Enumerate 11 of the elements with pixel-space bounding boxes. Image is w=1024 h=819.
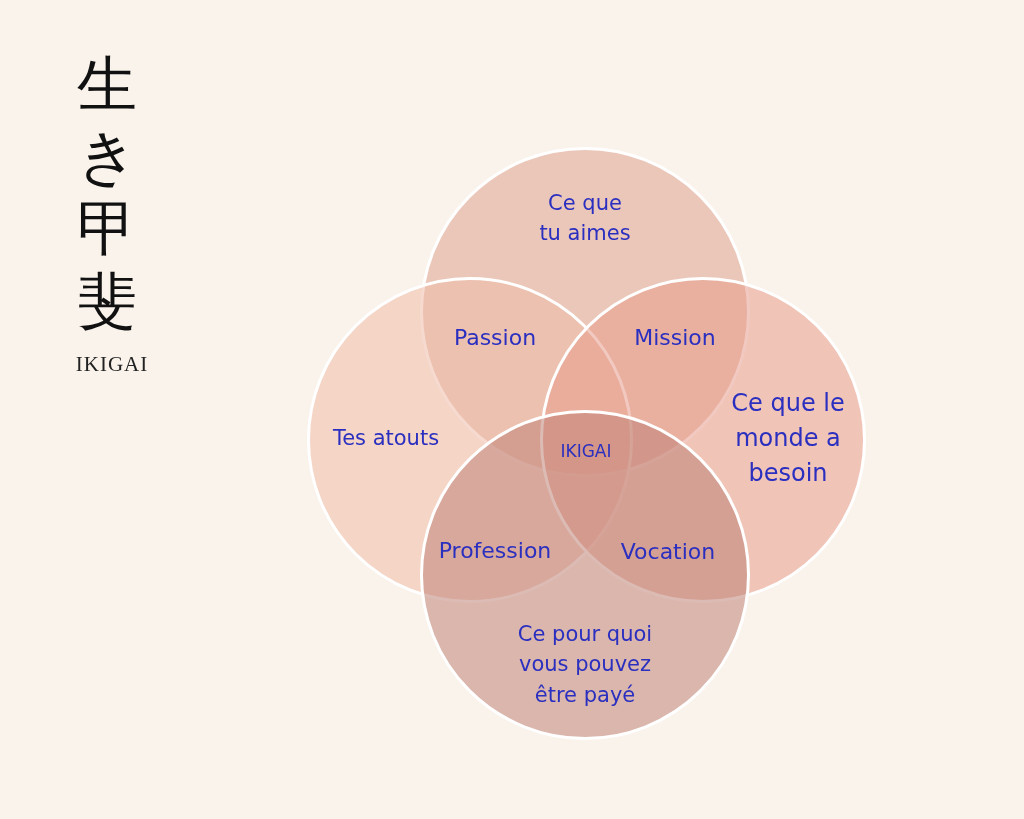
title: 生き甲斐 bbox=[75, 48, 139, 336]
region-label: Passion bbox=[453, 324, 537, 350]
region-label: IKIGAI bbox=[560, 441, 612, 461]
circle-label: Ce pour quoi vous pouvez être payé bbox=[516, 621, 654, 710]
region-label: Mission bbox=[634, 324, 716, 350]
region-label: Vocation bbox=[620, 538, 716, 564]
circle-label: Ce que tu aimes bbox=[539, 189, 631, 247]
circle-label: Tes atouts bbox=[331, 424, 441, 452]
circle-label: Ce que le monde a besoin bbox=[730, 387, 846, 489]
region-label: Profession bbox=[438, 537, 552, 563]
subtitle: IKIGAI bbox=[75, 351, 149, 377]
